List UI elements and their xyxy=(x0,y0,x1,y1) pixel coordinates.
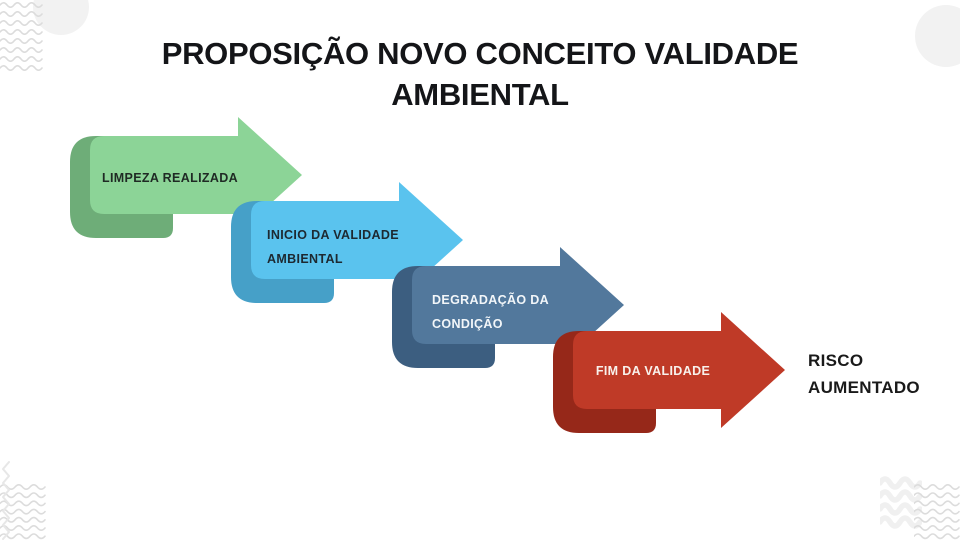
arrow-label-line1: LIMPEZA REALIZADA xyxy=(101,171,239,185)
arrow-shape-icon xyxy=(553,312,785,433)
outcome-label: RISCO AUMENTADO xyxy=(808,347,920,401)
process-arrow-inicio-validade: INICIO DA VALIDADE AMBIENTAL xyxy=(231,179,467,305)
outcome-line2: AUMENTADO xyxy=(808,378,920,397)
arrow-label-line2: AMBIENTAL xyxy=(267,252,343,266)
arrow-label: LIMPEZA REALIZADA xyxy=(94,171,246,185)
arrow-label-line1: FIM DA VALIDADE xyxy=(595,364,711,378)
arrow-label: INICIO DA VALIDADE AMBIENTAL xyxy=(267,223,399,271)
arrow-label: DEGRADAÇÃO DA CONDIÇÃO xyxy=(432,288,549,336)
arrow-label-line2: CONDIÇÃO xyxy=(432,317,503,331)
slide-title-line1: PROPOSIÇÃO NOVO CONCEITO VALIDADE xyxy=(161,36,799,71)
zigzag-pattern-bottom-left-icon xyxy=(2,461,10,540)
arrow-label: FIM DA VALIDADE xyxy=(577,364,729,378)
circle-accent-top-right-icon xyxy=(915,5,960,67)
arrow-label-line1: INICIO DA VALIDADE xyxy=(267,228,399,242)
slide-title: PROPOSIÇÃO NOVO CONCEITO VALIDADE AMBIEN… xyxy=(0,33,960,115)
outcome-line1: RISCO xyxy=(808,351,864,370)
slide-title-line2: AMBIENTAL xyxy=(391,77,569,112)
wave-pattern-bottom-right-icon xyxy=(914,483,960,540)
process-arrow-fim-validade: FIM DA VALIDADE xyxy=(553,309,789,435)
arrow-label-line1: DEGRADAÇÃO DA xyxy=(432,293,550,307)
